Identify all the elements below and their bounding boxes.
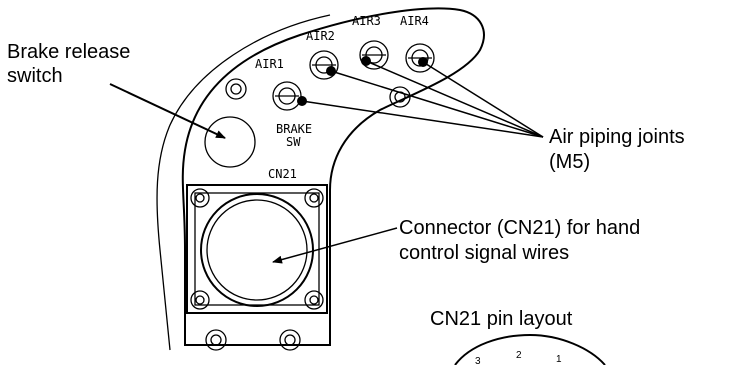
brake-sw-label: SW xyxy=(286,135,301,149)
panel-outline xyxy=(181,7,485,346)
air-joints-callout-line2: (M5) xyxy=(549,151,590,173)
connector-screw xyxy=(304,290,324,310)
pin-number-3: 3 xyxy=(475,356,481,365)
panel-inner-outline xyxy=(156,14,331,351)
pin-layout-title: CN21 pin layout xyxy=(430,308,573,330)
air-joint-3 xyxy=(359,40,389,70)
mounting-screw xyxy=(279,329,301,351)
brake-label: BRAKE xyxy=(276,122,312,136)
air-joint-2 xyxy=(309,50,339,80)
air1-label: AIR1 xyxy=(255,57,284,71)
connector-screw xyxy=(190,290,210,310)
brake-switch-callout-line1: Brake release xyxy=(7,41,130,63)
air2-label: AIR2 xyxy=(306,29,335,43)
pin-number-2: 2 xyxy=(516,350,522,361)
connector-screw xyxy=(304,188,324,208)
air-joints-callout-line1: Air piping joints xyxy=(549,126,685,148)
pin-layout-circle xyxy=(454,333,606,365)
air4-label: AIR4 xyxy=(400,14,429,28)
air-joints-leader-lines xyxy=(297,56,544,138)
connector-callout-line1: Connector (CN21) for hand xyxy=(399,217,640,239)
air3-label: AIR3 xyxy=(352,14,381,28)
brake-release-switch xyxy=(204,116,256,168)
brake-switch-arrow xyxy=(109,83,226,139)
mounting-screw xyxy=(205,329,227,351)
mounting-screw xyxy=(225,78,247,100)
pin-number-1: 1 xyxy=(556,354,562,365)
brake-switch-callout-line2: switch xyxy=(7,65,63,87)
connector-callout-line2: control signal wires xyxy=(399,242,569,264)
connector-screw xyxy=(190,188,210,208)
connector-cn21 xyxy=(186,184,328,314)
connector-arrow xyxy=(272,227,398,264)
cn21-plate-label: CN21 xyxy=(268,167,297,181)
air-joint-1 xyxy=(272,81,302,111)
